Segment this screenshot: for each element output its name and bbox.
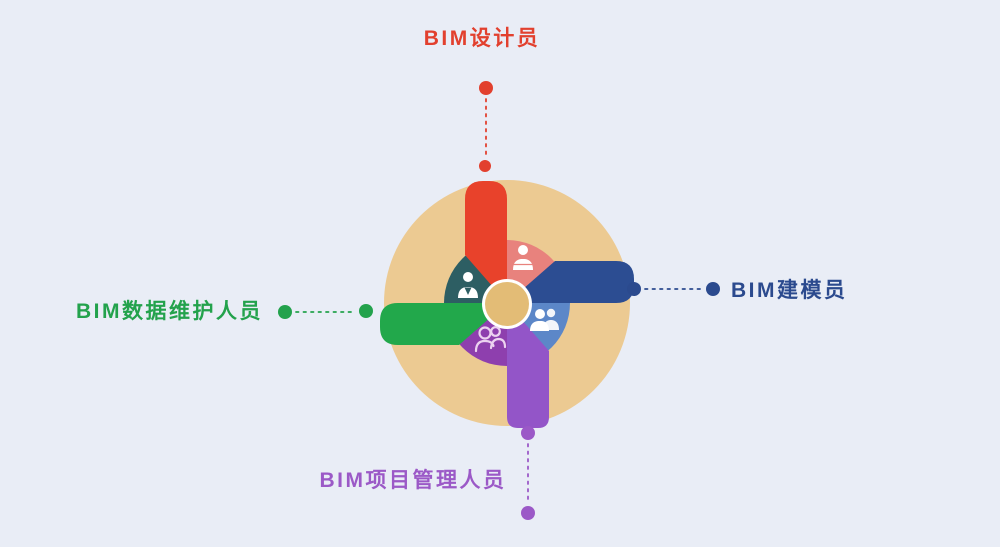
connector-dot-top-outer xyxy=(479,81,493,95)
hub-circle xyxy=(485,282,529,326)
presenter-person-icon xyxy=(513,245,533,270)
person-suit-icon xyxy=(458,272,478,298)
connector-dot-bottom-outer xyxy=(521,506,535,520)
connector-dot-right-inner xyxy=(627,282,641,296)
people-pair-icon xyxy=(530,308,559,331)
arm-right-blue xyxy=(507,261,634,303)
connector-dot-top-inner xyxy=(479,160,491,172)
connector-dot-left-outer xyxy=(278,305,292,319)
connector-dot-bottom-inner xyxy=(521,426,535,440)
arm-top-red xyxy=(465,181,507,303)
label-bim-data-maintainer: BIM数据维护人员 xyxy=(76,299,263,323)
arm-bottom-purple xyxy=(507,303,549,428)
arm-left-green xyxy=(380,303,507,345)
label-bim-project-manager: BIM项目管理人员 xyxy=(320,468,507,492)
label-bim-designer: BIM设计员 xyxy=(424,27,541,50)
connector-dot-right-outer xyxy=(706,282,720,296)
connector-dot-left-inner xyxy=(359,304,373,318)
team-outline-icon xyxy=(474,326,507,353)
label-bim-modeler: BIM建模员 xyxy=(731,278,848,302)
